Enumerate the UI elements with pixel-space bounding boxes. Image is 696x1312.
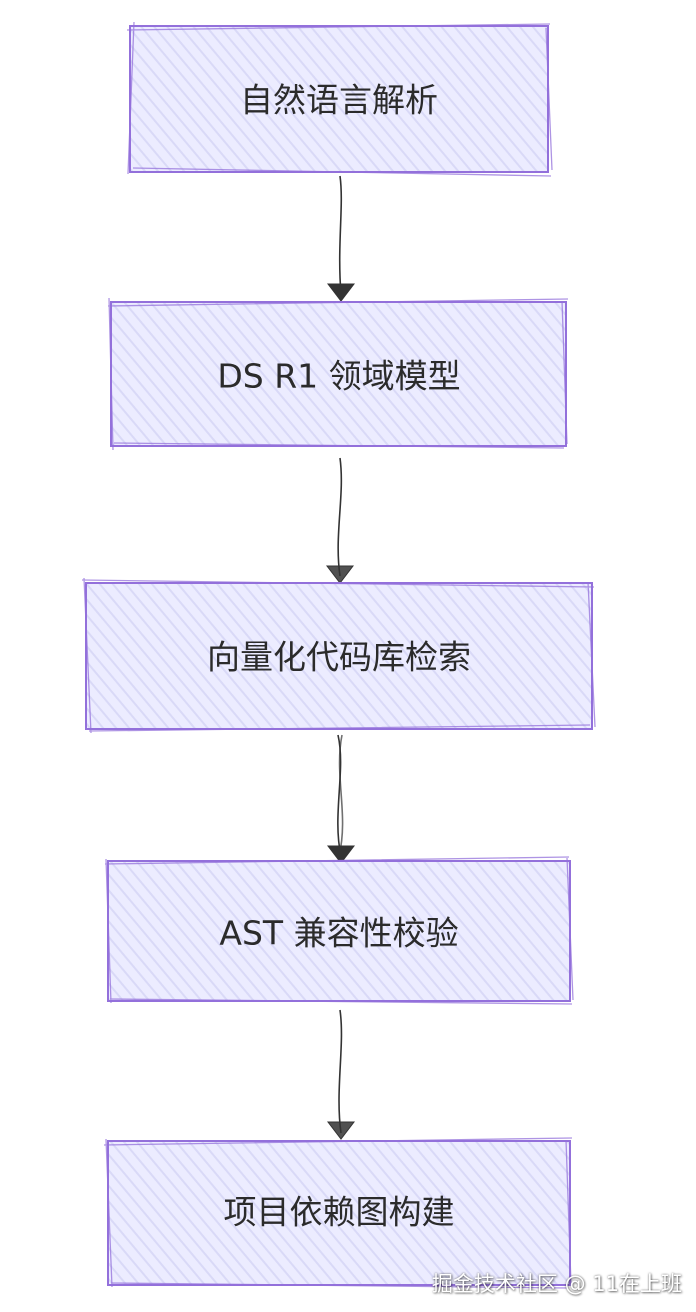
node-box bbox=[129, 25, 549, 173]
arrow-head-icon bbox=[325, 565, 355, 584]
node-label: 向量化代码库检索 bbox=[207, 638, 471, 677]
node-box-sketch bbox=[104, 856, 574, 1005]
node-label: 自然语言解析 bbox=[240, 81, 438, 120]
edge-line bbox=[337, 457, 343, 577]
node-label: DS R1 领域模型 bbox=[217, 357, 460, 396]
edge-line bbox=[338, 175, 343, 295]
edge-n2-n3 bbox=[325, 457, 355, 584]
arrow-head-icon bbox=[326, 845, 356, 864]
arrow-head-icon bbox=[326, 283, 356, 302]
node-box-sketch bbox=[103, 1137, 573, 1289]
node-label: AST 兼容性校验 bbox=[219, 914, 458, 953]
node-box bbox=[110, 301, 567, 447]
node-box-sketch bbox=[107, 297, 569, 451]
node-box bbox=[85, 582, 593, 730]
edge-n1-n2 bbox=[326, 175, 356, 302]
node-ast-compatibility-check: AST 兼容性校验 bbox=[104, 856, 574, 1005]
watermark: 掘金技术社区 @ 11在上班 bbox=[431, 1272, 682, 1296]
edge-line-sketch bbox=[338, 734, 344, 857]
edges-layer bbox=[325, 175, 356, 1140]
node-vectorized-code-search: 向量化代码库检索 bbox=[81, 577, 596, 734]
nodes-layer: 自然语言解析 DS R1 领域模型 向量化代码库检索 AST 兼容性校验 项目依… bbox=[81, 21, 596, 1289]
edge-line bbox=[338, 1009, 343, 1134]
node-dependency-graph-build: 项目依赖图构建 bbox=[103, 1137, 573, 1289]
node-label: 项目依赖图构建 bbox=[224, 1193, 455, 1232]
node-natural-language-parsing: 自然语言解析 bbox=[126, 21, 553, 177]
node-box bbox=[107, 860, 571, 1002]
node-box bbox=[107, 1140, 571, 1286]
edge-n4-n5 bbox=[326, 1009, 356, 1140]
node-box-sketch bbox=[81, 577, 596, 734]
node-ds-r1-domain-model: DS R1 领域模型 bbox=[107, 297, 569, 451]
edge-n3-n4 bbox=[326, 734, 356, 864]
node-box-sketch bbox=[126, 21, 553, 177]
arrow-head-icon bbox=[326, 1121, 356, 1140]
